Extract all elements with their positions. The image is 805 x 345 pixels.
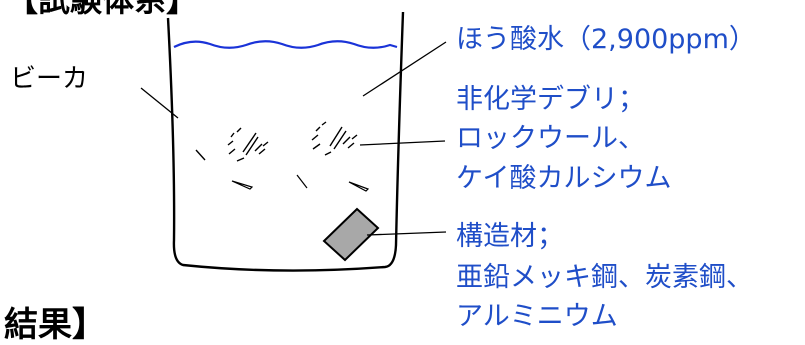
debris-slivers xyxy=(231,174,370,192)
water-surface-line xyxy=(173,40,398,49)
header-top-partial: 【試験体系】 xyxy=(6,0,199,19)
structural-title: 構造材； xyxy=(456,221,564,252)
non-chemical-debris-title: 非化学デブリ； xyxy=(456,84,645,115)
header-bottom-partial: 結果】 xyxy=(4,305,106,345)
beaker-diagram xyxy=(140,11,447,272)
structural-line2: アルミニウム xyxy=(456,301,618,332)
beaker-label: ビーカ xyxy=(10,64,89,94)
structural-line1: 亜鉛メッキ鋼、炭素鋼、 xyxy=(456,262,753,293)
solution-label: ほう酸水（2,900ppm） xyxy=(456,24,756,55)
leader-lines xyxy=(140,41,447,236)
debris-right-cluster xyxy=(311,121,358,156)
beaker-outline xyxy=(166,11,405,272)
non-chemical-debris-line1: ロックウール、 xyxy=(456,123,645,154)
debris-left-cluster xyxy=(195,127,269,162)
non-chemical-debris-line2: ケイ酸カルシウム xyxy=(456,163,672,194)
structural-plate xyxy=(322,207,380,262)
